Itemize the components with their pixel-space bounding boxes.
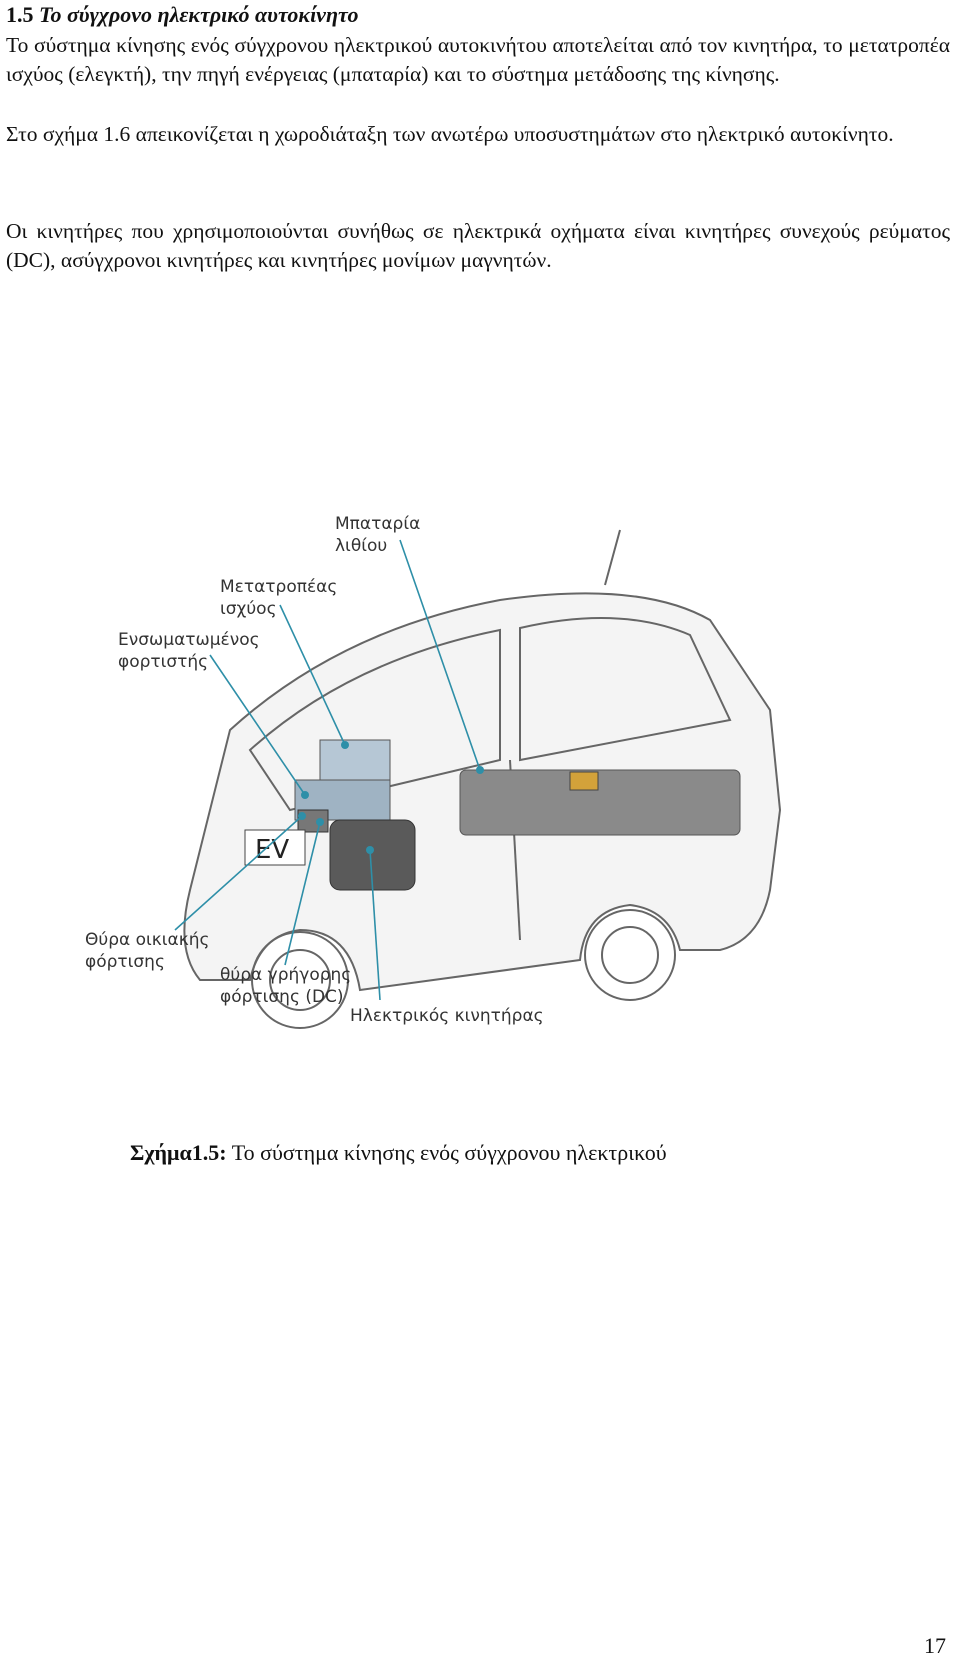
front-wheel-icon	[251, 931, 349, 1029]
label-fast-port-line2: φόρτισης (DC)	[220, 987, 344, 1007]
label-converter-line2: ισχύος	[220, 599, 277, 619]
section-title: Το σύγχρονο ηλεκτρικό αυτοκίνητο	[39, 2, 359, 27]
page-number: 17	[924, 1633, 946, 1658]
label-charger-line2: φορτιστής	[118, 652, 208, 672]
ev-drivetrain-figure: EV Μπαταρία λιθίου Μετατροπέας ισχύος Εν…	[85, 514, 782, 1029]
figure-caption: Σχήμα1.5: Το σύστημα κίνησης ενός σύγχρο…	[130, 1140, 667, 1166]
battery-terminal	[569, 771, 599, 791]
battery-pack	[459, 769, 741, 836]
antenna	[604, 529, 621, 586]
label-battery-line1: Μπαταρία	[335, 514, 420, 534]
label-motor: Ηλεκτρικός κινητήρας	[350, 1006, 544, 1026]
paragraph-figure-ref: Στο σχήμα 1.6 απεικονίζεται η χωροδιάταξ…	[6, 122, 894, 146]
label-fast-port-line1: θύρα γρήγορης	[220, 965, 351, 985]
label-battery-line2: λιθίου	[335, 536, 387, 556]
section-number: 1.5	[6, 2, 34, 27]
side-window	[519, 617, 732, 762]
license-plate-text: EV	[255, 835, 289, 865]
label-home-port-line2: φόρτισης	[85, 952, 165, 972]
section-heading: 1.5 Το σύγχρονο ηλεκτρικό αυτοκίνητο	[6, 2, 358, 28]
label-converter-line1: Μετατροπέας	[220, 577, 337, 597]
paragraph-intro: Το σύστημα κίνησης ενός σύγχρονου ηλεκτρ…	[6, 33, 950, 86]
power-converter-block	[319, 739, 391, 786]
caption-label: Σχήμα1.5:	[130, 1140, 227, 1165]
label-home-port-line1: Θύρα οικιακής	[85, 930, 210, 950]
caption-text: Το σύστημα κίνησης ενός σύγχρονου ηλεκτρ…	[226, 1140, 667, 1165]
windshield	[248, 628, 501, 812]
paragraph-motors: Οι κινητήρες που χρησιμοποιούνται συνήθω…	[6, 219, 950, 272]
rear-wheel-icon	[584, 909, 676, 1001]
label-charger-line1: Ενσωματωμένος	[118, 630, 260, 650]
